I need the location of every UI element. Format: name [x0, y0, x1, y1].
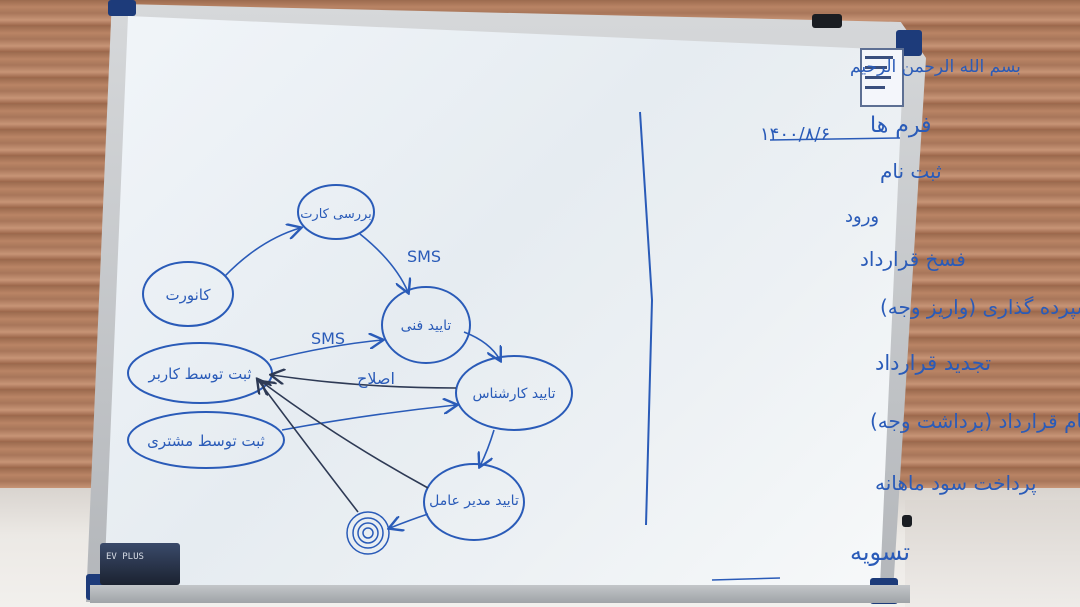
node-label: ثبت توسط کاربر — [147, 365, 251, 383]
node-label: بررسی کارت — [300, 207, 372, 222]
edge-taeidmodir-spiral — [390, 513, 429, 528]
sticker-stripe — [865, 56, 893, 59]
sticker-stripe — [865, 86, 885, 89]
edge-label-sms: SMS — [311, 329, 345, 348]
list-item: تسویه — [850, 538, 910, 566]
node-label: ثبت توسط مشتری — [147, 432, 265, 450]
edge-taeidmodir-sabtkarbar — [262, 382, 429, 489]
list-item: اتمام قرارداد (برداشت وجه) — [870, 409, 1080, 433]
list-item: ثبت نام — [880, 159, 942, 183]
list-last-underline — [711, 577, 781, 581]
magnet-top — [812, 14, 842, 28]
list-title: فرم ها — [870, 113, 932, 138]
vertical-divider-line — [639, 111, 654, 526]
eraser-label: EV PLUS — [106, 552, 144, 562]
frame-corner-top-left — [108, 0, 136, 16]
list-item: سپرده گذاری (واریز وجه) — [880, 295, 1080, 320]
edge-label-sms: SMS — [407, 247, 441, 266]
list-item: تجدید قرارداد — [875, 351, 991, 375]
edge-taeidvahed-sabtkarbar — [272, 375, 457, 389]
whiteboard-eraser[interactable] — [100, 543, 180, 585]
header-bismillah: بسم الله الرحمن الرحیم — [850, 57, 1021, 77]
node-kanoot — [142, 261, 234, 327]
date-text: ۱۴۰۰/۸/۶ — [760, 124, 830, 145]
list-item: پرداخت سود ماهانه — [875, 471, 1037, 496]
node-taeid-vahed — [455, 355, 573, 431]
edge-label-eslah: اصلاح — [357, 369, 395, 389]
title-underline — [769, 137, 901, 141]
list-item: ورود — [845, 206, 879, 227]
edge-kanoot-barresi — [224, 228, 300, 277]
node-label: کانورت — [166, 286, 212, 304]
magnet-right — [902, 515, 912, 527]
node-label: تایید کارشناس — [472, 386, 555, 402]
list-item: فسخ قرارداد — [860, 247, 966, 271]
edge-taeidvahed-taeidmodir — [480, 429, 495, 466]
node-taeid-fani — [381, 286, 471, 364]
node-label: تایید مدیر عامل — [429, 493, 519, 509]
edge-sabtkarbar-taeidfani — [269, 340, 382, 361]
wall-right-lower — [905, 500, 1080, 607]
sticker-stripe — [865, 76, 891, 79]
marker-tray — [90, 585, 910, 603]
node-taeid-modir — [423, 463, 525, 541]
node-label: تایید فنی — [401, 318, 452, 334]
edge-barresi-taeidfani — [359, 233, 408, 292]
node-sabt-moshtari — [127, 411, 285, 469]
edge-taeidfani-taeidvahed — [463, 331, 500, 360]
end-state-spiral — [346, 511, 390, 555]
edge-sabtmoshtari-taeidvahed — [281, 405, 456, 431]
edge-spiral-sabtkarbar — [258, 380, 359, 513]
whiteboard-surface — [104, 16, 904, 586]
node-barresi — [297, 184, 375, 240]
sticker-stripe — [865, 66, 887, 69]
